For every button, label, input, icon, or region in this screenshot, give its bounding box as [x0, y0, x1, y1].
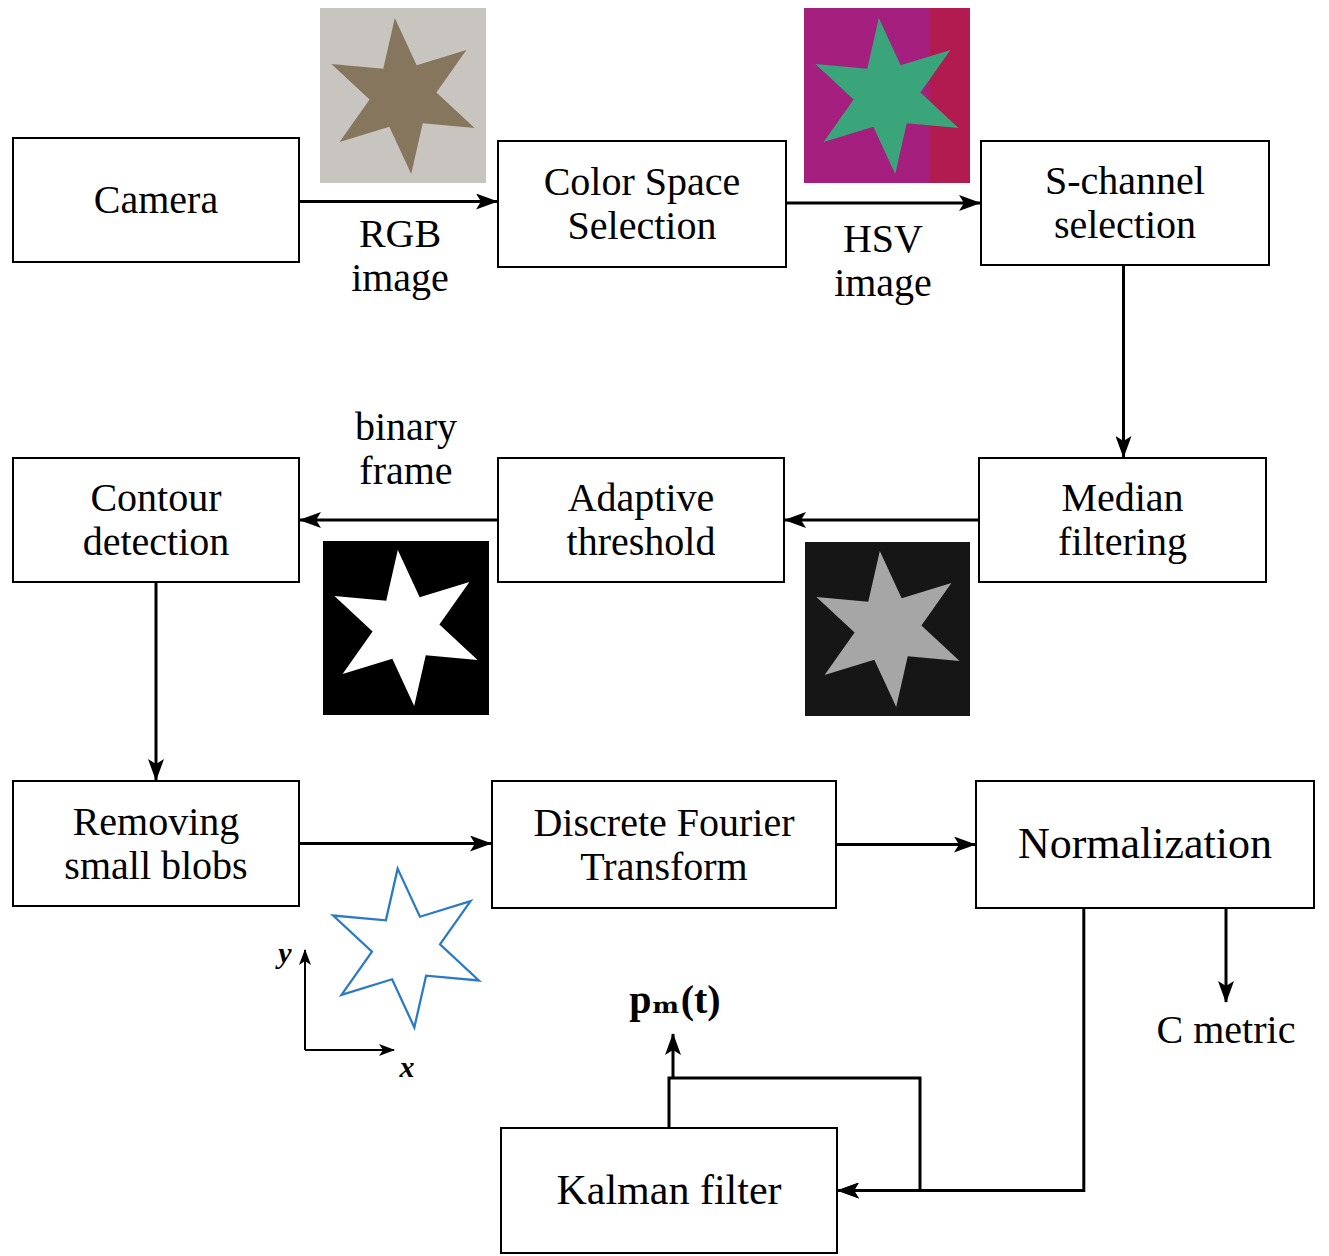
flow-arrow — [300, 842, 491, 845]
process-box: Normalization — [975, 780, 1315, 909]
process-box: Removing small blobs — [12, 780, 300, 907]
process-box: Adaptive threshold — [497, 457, 785, 583]
box-label: Removing small blobs — [36, 800, 276, 888]
flow-arrow — [1122, 266, 1125, 457]
box-label: Color Space Selection — [511, 160, 773, 248]
metric-arrow — [1225, 909, 1228, 1002]
flow-arrow — [300, 519, 497, 522]
flow-arrow — [838, 909, 1084, 1191]
process-box: Median filtering — [978, 457, 1267, 583]
box-label: Adaptive threshold — [516, 476, 766, 564]
axis-label: y — [278, 936, 291, 969]
axis-label: x — [400, 1050, 415, 1083]
box-label: S-channel selection — [1005, 159, 1245, 247]
process-box: Contour detection — [12, 457, 300, 583]
flow-arrow — [837, 843, 975, 846]
box-label: Camera — [94, 178, 218, 222]
hsv-photo — [804, 8, 970, 183]
rgb-photo — [320, 8, 486, 183]
contour-plot — [305, 861, 483, 1050]
box-label: Discrete Fourier Transform — [505, 801, 823, 889]
process-box: S-channel selection — [980, 140, 1270, 266]
output-arrow — [672, 1034, 675, 1078]
output-label: C metric — [1157, 1008, 1296, 1052]
binary-photo — [323, 541, 489, 715]
median-photo — [805, 542, 970, 716]
process-box: Color Space Selection — [497, 140, 787, 268]
box-label: Normalization — [1018, 820, 1272, 868]
process-box: Discrete Fourier Transform — [491, 780, 837, 909]
process-box: Kalman filter — [500, 1127, 838, 1254]
flow-arrow — [787, 202, 980, 205]
edge-label: binary frame — [331, 405, 481, 493]
process-box: Camera — [12, 137, 300, 263]
output-label: pₘ(t) — [629, 978, 720, 1022]
box-label: Kalman filter — [556, 1167, 781, 1213]
edge-label: RGB image — [335, 212, 465, 300]
box-label: Contour detection — [31, 476, 281, 564]
flow-arrow — [300, 200, 497, 203]
box-label: Median filtering — [1005, 476, 1240, 564]
flow-arrow — [155, 583, 158, 780]
flow-arrow — [785, 519, 978, 522]
edge-label: HSV image — [818, 217, 948, 305]
